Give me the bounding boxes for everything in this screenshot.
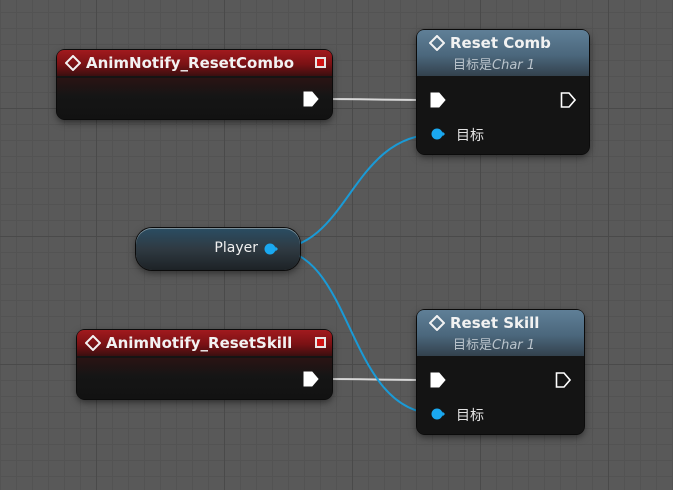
variable-getter-player[interactable]: Player <box>136 228 300 270</box>
event-node-body <box>77 358 332 399</box>
object-reference-pin-icon[interactable] <box>431 127 445 141</box>
event-node-resetcombo[interactable]: AnimNotify_ResetCombo <box>57 50 332 119</box>
exec-out-pin-icon[interactable] <box>303 90 319 108</box>
function-node-subtitle: 目标是Char 1 <box>453 334 535 353</box>
subtitle-class: Char 1 <box>492 58 536 73</box>
object-reference-pin-icon[interactable] <box>431 407 445 421</box>
subtitle-prefix: 目标是 <box>453 338 493 353</box>
target-pin-label: 目标 <box>456 408 484 424</box>
exec-out-pin-icon[interactable] <box>560 91 576 109</box>
object-reference-pin-icon[interactable] <box>264 242 278 256</box>
function-node-header[interactable]: Reset Comb 目标是Char 1 <box>417 30 589 76</box>
function-node-body <box>417 78 589 154</box>
event-node-header[interactable]: AnimNotify_ResetSkill <box>77 330 332 356</box>
event-node-body <box>57 78 332 119</box>
subtitle-class: Char 1 <box>492 338 536 353</box>
exec-out-pin-icon[interactable] <box>555 371 571 389</box>
diamond-event-icon <box>85 335 101 351</box>
object-wire-player-to-resetcomb[interactable] <box>272 133 439 250</box>
target-pin-label: 目标 <box>456 128 484 144</box>
function-node-resetskill[interactable]: Reset Skill 目标是Char 1 目标 <box>417 310 584 434</box>
event-node-header[interactable]: AnimNotify_ResetCombo <box>57 50 332 76</box>
event-node-title: AnimNotify_ResetSkill <box>106 334 293 352</box>
subtitle-prefix: 目标是 <box>453 58 493 73</box>
exec-in-pin-icon[interactable] <box>430 91 446 109</box>
delegate-output-pin-icon[interactable] <box>315 57 326 68</box>
diamond-function-icon <box>429 315 445 331</box>
function-node-subtitle: 目标是Char 1 <box>453 54 535 73</box>
function-node-title: Reset Comb <box>450 34 551 52</box>
variable-name-label: Player <box>214 240 258 256</box>
diamond-event-icon <box>65 55 81 71</box>
function-node-header[interactable]: Reset Skill 目标是Char 1 <box>417 310 584 356</box>
event-node-resetskill[interactable]: AnimNotify_ResetSkill <box>77 330 332 399</box>
function-node-title: Reset Skill <box>450 314 540 332</box>
exec-wire-resetskill[interactable] <box>319 378 433 381</box>
function-node-body <box>417 358 584 434</box>
exec-wire-resetcombo[interactable] <box>319 98 433 101</box>
delegate-output-pin-icon[interactable] <box>315 337 326 348</box>
function-node-resetcomb[interactable]: Reset Comb 目标是Char 1 目标 <box>417 30 589 154</box>
exec-in-pin-icon[interactable] <box>430 371 446 389</box>
exec-out-pin-icon[interactable] <box>303 370 319 388</box>
diamond-function-icon <box>429 35 445 51</box>
event-node-title: AnimNotify_ResetCombo <box>86 54 295 72</box>
